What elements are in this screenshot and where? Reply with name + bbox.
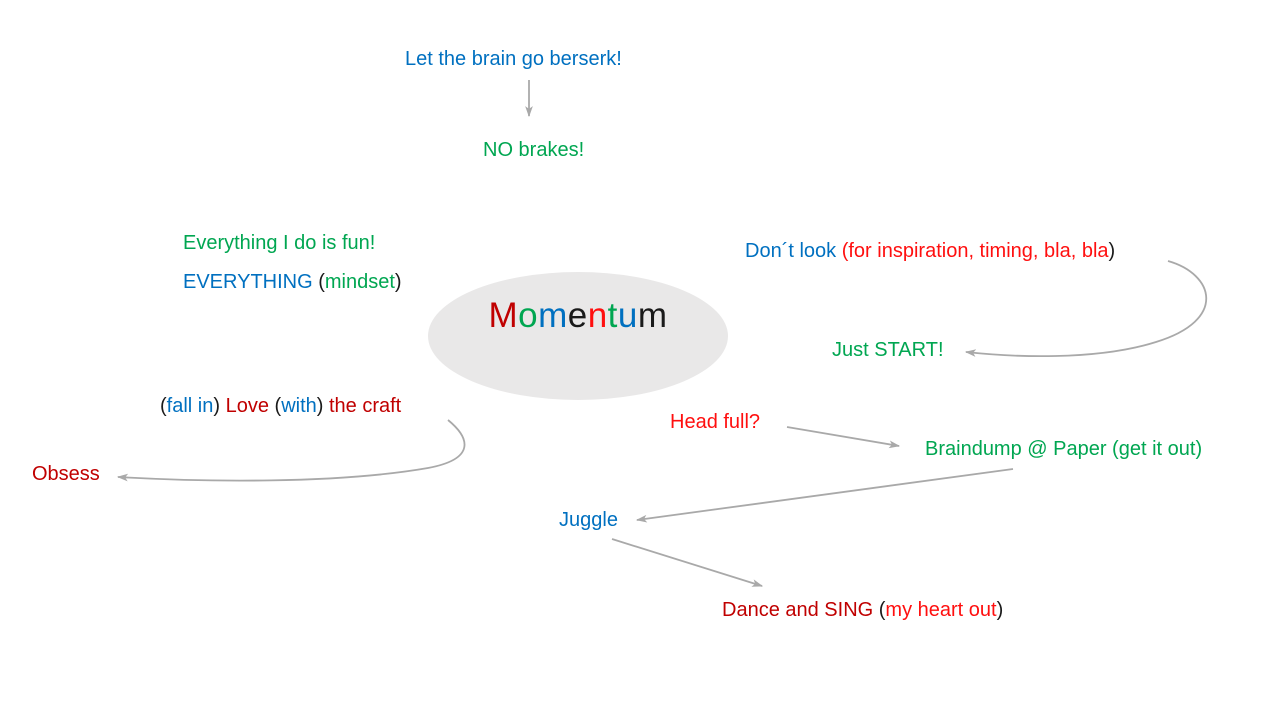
node-text: fall in	[166, 395, 214, 417]
node-head-full: Head full?	[670, 410, 760, 434]
node-text: Dance and SING	[722, 599, 879, 621]
momentum-letter: o	[518, 296, 539, 335]
momentum-letter: e	[567, 296, 588, 335]
node-juggle: Juggle	[559, 508, 618, 532]
node-no-brakes: NO brakes!	[483, 138, 584, 162]
node-text: (	[878, 599, 886, 621]
node-text: Head full?	[670, 411, 761, 433]
momentum-letter: t	[607, 296, 618, 335]
node-text: with	[281, 395, 317, 417]
node-text: Don´t look	[745, 240, 842, 262]
node-dont-look: Don´t look (for inspiration, timing, bla…	[745, 239, 1115, 263]
node-text: Everything I do is fun!	[183, 232, 376, 254]
node-obsess: Obsess	[32, 462, 100, 486]
node-text: (for inspiration, timing, bla, bla	[841, 240, 1109, 262]
arrow-juggle-to-dance	[611, 538, 764, 587]
node-text: )	[1108, 240, 1116, 262]
arrow-head-full-to-braindump	[786, 426, 901, 449]
momentum-ellipse: Momentum	[428, 272, 728, 400]
node-fall-in-love-craft: (fall in) Love (with) the craft	[160, 394, 401, 418]
node-text: (	[318, 271, 325, 293]
node-text: Just START!	[832, 339, 944, 361]
momentum-title: Momentum	[488, 296, 667, 376]
node-text: Obsess	[32, 463, 100, 485]
node-text: NO brakes!	[483, 139, 585, 161]
momentum-letter: m	[538, 296, 568, 335]
node-text: )	[213, 395, 226, 417]
arrow-craft-to-obsess	[116, 419, 466, 482]
node-text: Juggle	[559, 509, 618, 531]
node-braindump-paper: Braindump @ Paper (get it out)	[925, 437, 1202, 461]
arrow-braindump-to-juggle	[635, 468, 1014, 523]
node-text: )	[316, 395, 329, 417]
momentum-letter: m	[637, 296, 668, 335]
node-text: mindset	[324, 271, 395, 293]
node-text: (	[268, 395, 282, 417]
momentum-letter: M	[488, 296, 519, 335]
node-text: Love	[225, 395, 269, 417]
node-text: EVERYTHING	[183, 271, 319, 293]
arrow-dont-look-to-just-start	[964, 260, 1208, 358]
node-just-start: Just START!	[832, 338, 944, 362]
node-dance-and-sing: Dance and SING (my heart out)	[722, 598, 1003, 622]
node-text: )	[394, 271, 402, 293]
node-text: Let the brain go berserk!	[405, 48, 622, 70]
node-text: my heart out	[885, 599, 997, 621]
node-text: the craft	[328, 395, 402, 417]
momentum-letter: u	[617, 296, 638, 335]
node-everything-fun: Everything I do is fun!	[183, 231, 375, 255]
node-text: (	[160, 395, 167, 417]
node-text: Braindump @ Paper (get it out)	[925, 438, 1203, 460]
momentum-letter: n	[587, 296, 608, 335]
node-let-brain-go-berserk: Let the brain go berserk!	[405, 47, 622, 71]
node-everything-mindset: EVERYTHING (mindset)	[183, 270, 402, 294]
node-text: )	[996, 599, 1004, 621]
